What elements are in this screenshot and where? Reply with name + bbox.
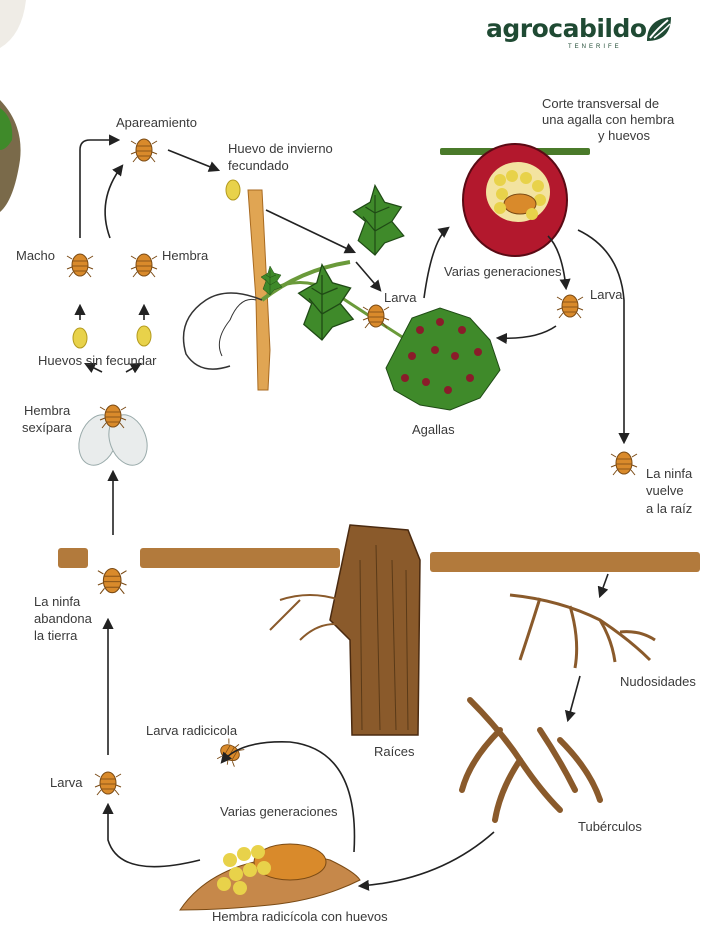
root-larva <box>215 737 246 769</box>
label-hembra-radicicola: Hembra radicícola con huevos <box>212 909 388 924</box>
label-raices: Raíces <box>374 744 415 759</box>
brand-logo: agrocabildo TENERIFE <box>486 14 686 54</box>
label-larva-radicicola: Larva radicicola <box>146 723 238 738</box>
root-female-with-eggs <box>179 843 361 911</box>
label-hembra-sexipara-2: sexípara <box>22 420 72 435</box>
root-nodosities <box>509 593 656 669</box>
label-huevos-sin-fecundar: Huevos sin fecundar <box>38 353 157 368</box>
soil-strip <box>140 548 340 568</box>
label-huevo-invierno: Huevo de invierno <box>228 141 333 156</box>
label-corte-3: y huevos <box>598 128 651 143</box>
label-nudosidades: Nudosidades <box>620 674 696 689</box>
mating-insect <box>130 138 158 163</box>
label-larva-left: Larva <box>50 775 83 790</box>
soil-strip <box>430 552 700 572</box>
vine-trunk <box>269 524 421 736</box>
gall-larva <box>556 294 584 319</box>
soil-strip <box>58 548 88 568</box>
photo-fragment <box>0 108 13 150</box>
female-insect <box>130 253 158 278</box>
unfertilized-egg <box>72 327 88 349</box>
label-larva-leaf: Larva <box>384 290 417 305</box>
cycle-arrows <box>74 134 630 891</box>
winter-egg <box>225 179 241 201</box>
leaf-logo-icon <box>647 17 671 41</box>
label-ninfa-abandona-3: la tierra <box>34 628 78 643</box>
gall-leaf <box>385 307 501 411</box>
label-larva-right: Larva <box>590 287 623 302</box>
label-varias-generaciones-top: Varias generaciones <box>444 264 562 279</box>
label-tuberculos: Tubérculos <box>578 819 642 834</box>
label-corte-1: Corte transversal de <box>542 96 660 111</box>
brand-subtitle: TENERIFE <box>568 44 622 50</box>
label-ninfa-vuelve-1: La ninfa <box>646 466 693 481</box>
label-fecundado: fecundado <box>228 158 289 173</box>
male-insect <box>66 253 94 278</box>
label-ninfa-vuelve-2: vuelve <box>646 483 684 498</box>
emerging-nymph <box>97 567 128 595</box>
returning-nymph <box>610 451 638 476</box>
label-macho: Macho <box>16 248 56 263</box>
gall-cross-section <box>440 143 590 257</box>
label-hembra: Hembra <box>162 248 209 263</box>
label-apareamiento: Apareamiento <box>116 115 197 130</box>
unfertilized-egg <box>136 325 152 347</box>
label-corte-2: una agalla con hembra <box>542 112 675 127</box>
brand-name: agrocabildo <box>486 14 647 43</box>
label-ninfa-vuelve-3: a la raíz <box>646 501 693 516</box>
label-ninfa-abandona-2: abandona <box>34 611 92 626</box>
photo-fragment <box>0 0 26 48</box>
label-hembra-sexipara-1: Hembra <box>24 403 71 418</box>
root-tuberosities <box>459 697 603 823</box>
label-agallas: Agallas <box>412 422 455 437</box>
label-varias-generaciones-bottom: Varias generaciones <box>220 804 338 819</box>
label-ninfa-abandona-1: La ninfa <box>34 594 81 609</box>
vine-shoot <box>182 184 411 391</box>
larva-insect <box>94 771 122 796</box>
sexuparous-female <box>78 404 148 466</box>
